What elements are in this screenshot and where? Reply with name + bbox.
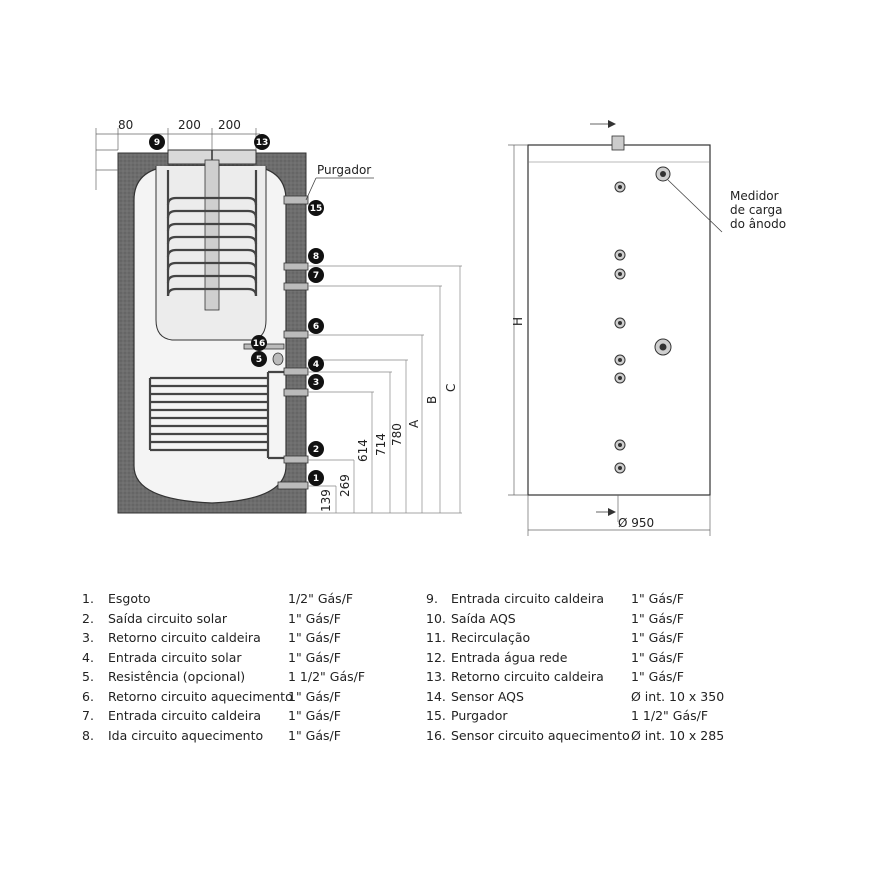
badge-2: 2 (308, 441, 324, 457)
legend-name: Ida circuito aquecimento (108, 727, 264, 743)
legend-num: 14. (426, 688, 446, 704)
legend-spec: 1" Gás/F (288, 688, 341, 704)
medidor-callout-line3: do ânodo (730, 217, 786, 231)
badge-7: 7 (308, 267, 324, 283)
svg-text:5: 5 (256, 355, 262, 365)
purgador-callout: Purgador (317, 163, 371, 177)
legend-spec: 1" Gás/F (631, 649, 684, 665)
height-dimension-lines (306, 265, 462, 514)
dim-B: B (425, 396, 439, 404)
legend-name: Recirculação (451, 630, 531, 645)
legend-num: 4. (82, 649, 94, 665)
upper-heat-coil (166, 170, 258, 297)
svg-text:16: 16 (253, 339, 266, 349)
legend-num: 5. (82, 669, 94, 684)
badge-3: 3 (308, 374, 324, 390)
legend-name: Resistência (opcional) (108, 669, 246, 684)
legend-spec: 1" Gás/F (288, 610, 341, 626)
badge-13: 13 (254, 134, 270, 150)
dim-A: A (407, 419, 421, 428)
dim-200-a: 200 (178, 118, 201, 132)
svg-text:13: 13 (256, 138, 269, 148)
legend-name: Saída AQS (451, 610, 516, 626)
legend-spec: 1" Gás/F (631, 610, 684, 626)
legend-spec: 1" Gás/F (631, 630, 684, 645)
legend-spec: 1 1/2" Gás/F (288, 669, 366, 684)
legend-name: Saída circuito solar (108, 610, 228, 626)
legend-name: Retorno circuito aquecimento (108, 688, 293, 704)
side-nozzles (243, 195, 309, 490)
legend-name: Retorno circuito caldeira (108, 630, 261, 645)
tank-technical-drawing: 80 200 200 Purgador 139 269 (95, 118, 786, 536)
badge-5: 5 (251, 351, 267, 367)
dim-139: 139 (319, 489, 333, 512)
legend-num: 15. (426, 708, 446, 723)
legend-num: 8. (82, 727, 94, 743)
dim-780: 780 (390, 423, 404, 446)
legend-num: 12. (426, 649, 446, 665)
dim-614: 614 (356, 439, 370, 462)
badge-1: 1 (308, 470, 324, 486)
dim-269: 269 (338, 474, 352, 497)
dim-714: 714 (374, 433, 388, 456)
legend-spec: 1" Gás/F (288, 630, 341, 645)
section-view: 80 200 200 Purgador 139 269 (95, 118, 462, 514)
legend-num: 9. (426, 591, 438, 606)
legend-spec: 1/2" Gás/F (288, 591, 354, 606)
legend-name: Entrada circuito solar (108, 649, 242, 665)
svg-text:1: 1 (313, 474, 319, 484)
legend-num: 13. (426, 669, 446, 684)
dim-diameter: Ø 950 (618, 516, 654, 530)
legend-name: Entrada circuito caldeira (451, 591, 604, 606)
badge-16: 16 (251, 335, 267, 351)
badge-6: 6 (308, 318, 324, 334)
legend-name: Entrada água rede (451, 649, 568, 665)
legend-name: Sensor circuito aquecimento (451, 727, 630, 743)
dim-H: H (511, 317, 525, 326)
legend-num: 11. (426, 630, 446, 645)
svg-text:15: 15 (310, 204, 323, 214)
svg-text:8: 8 (313, 252, 319, 262)
legend-spec: 1" Gás/F (288, 708, 341, 723)
legend-spec: 1" Gás/F (288, 649, 341, 665)
legend-spec: 1" Gás/F (288, 727, 341, 743)
badge-8: 8 (308, 248, 324, 264)
medidor-callout-line1: Medidor (730, 189, 779, 203)
badge-15: 15 (308, 200, 324, 216)
dim-200-b: 200 (218, 118, 241, 132)
badge-4: 4 (308, 356, 324, 372)
legend-num: 2. (82, 610, 94, 626)
lower-solar-coil (148, 370, 296, 460)
legend-num: 16. (426, 727, 446, 743)
legend-spec: 1 1/2" Gás/F (631, 708, 709, 723)
svg-text:3: 3 (313, 378, 319, 388)
legend-num: 6. (82, 688, 94, 704)
legend-num: 7. (82, 708, 94, 723)
legend-name: Esgoto (108, 591, 151, 606)
legend-spec: 1" Gás/F (631, 669, 684, 684)
svg-text:7: 7 (313, 271, 319, 281)
svg-text:4: 4 (313, 360, 319, 370)
dim-80: 80 (118, 118, 133, 132)
legend-name: Retorno circuito caldeira (451, 669, 604, 684)
legend-num: 1. (82, 591, 94, 606)
svg-text:2: 2 (313, 445, 319, 455)
legend-name: Sensor AQS (451, 688, 524, 704)
legend-num: 10. (426, 610, 446, 626)
medidor-callout-line2: de carga (730, 203, 782, 217)
exterior-view: H Ø 950 Medidor d (508, 120, 786, 536)
badge-9: 9 (149, 134, 165, 150)
legend-spec: Ø int. 10 x 285 (631, 727, 725, 743)
dim-C: C (444, 384, 458, 392)
legend-spec: Ø int. 10 x 350 (631, 688, 725, 704)
svg-text:6: 6 (313, 322, 319, 332)
legend-name: Purgador (451, 708, 508, 723)
legend-spec: 1" Gás/F (631, 591, 684, 606)
svg-text:9: 9 (154, 138, 160, 148)
legend-name: Entrada circuito caldeira (108, 708, 261, 723)
legend-num: 3. (82, 630, 94, 645)
